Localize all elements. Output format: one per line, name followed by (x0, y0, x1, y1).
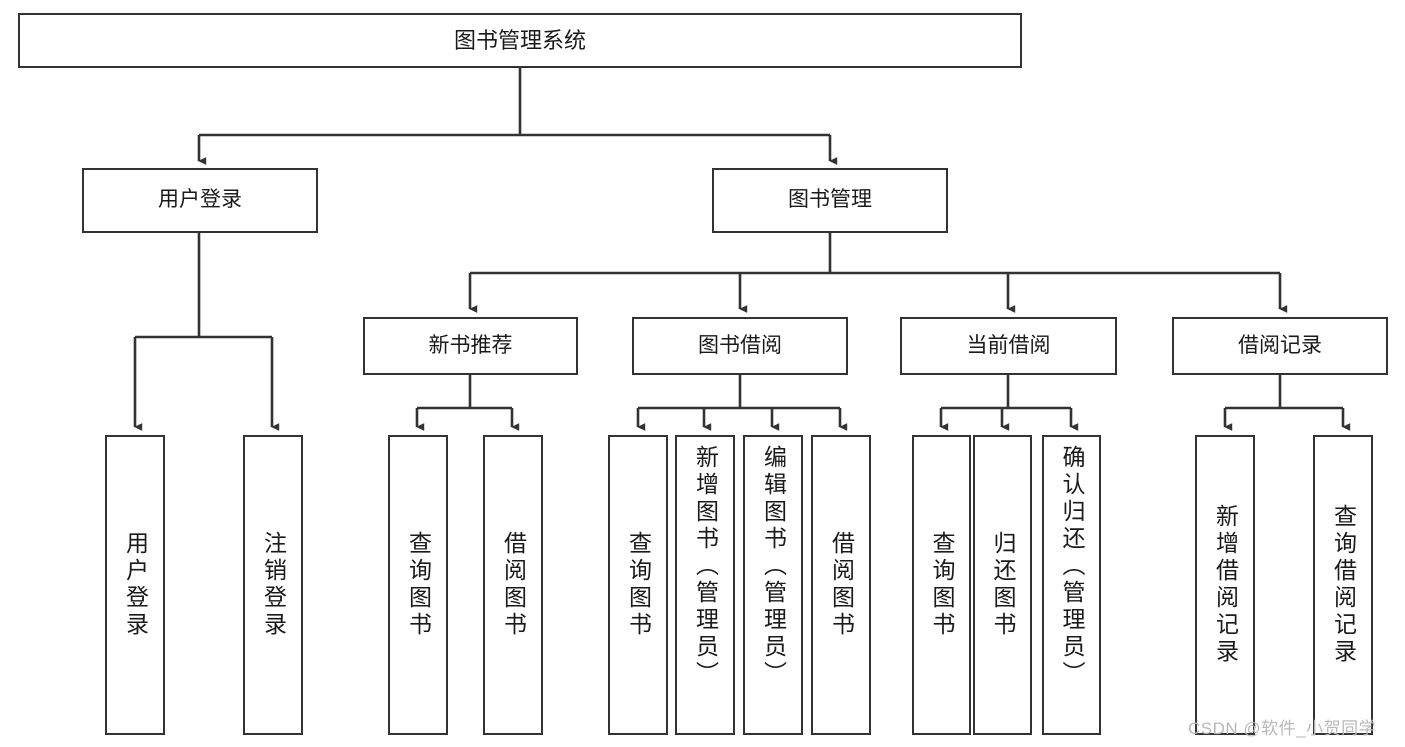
node-label: 归还图书 (990, 531, 1016, 639)
node-borrow-record[interactable]: 借阅记录 (1172, 317, 1388, 375)
leaf-query-book-borrow[interactable]: 查询图书 (608, 435, 668, 735)
watermark-csdn: CSDN @软件_小贺同学 (1188, 719, 1377, 738)
node-label: 借阅图书 (500, 531, 527, 639)
node-root-book-management-system[interactable]: 图书管理系统 (18, 13, 1022, 68)
node-label: 查询图书 (929, 531, 955, 639)
node-new-book-recommend[interactable]: 新书推荐 (363, 317, 578, 375)
leaf-borrow-book-recommend[interactable]: 借阅图书 (483, 435, 543, 735)
node-label: 图书管理系统 (453, 27, 586, 53)
node-book-management[interactable]: 图书管理 (712, 168, 948, 233)
leaf-edit-book-admin[interactable]: 编辑图书（管理员） (743, 435, 803, 735)
node-label: 确认归还（管理员） (1059, 445, 1085, 688)
node-user-login[interactable]: 用户登录 (82, 168, 318, 233)
node-label: 新增图书（管理员） (692, 445, 719, 688)
leaf-add-borrow-record[interactable]: 新增借阅记录 (1195, 435, 1255, 735)
node-label: 新书推荐 (428, 333, 513, 357)
leaf-return-book[interactable]: 归还图书 (973, 435, 1032, 735)
node-label: 查询借阅记录 (1330, 504, 1357, 666)
node-label: 图书借阅 (698, 333, 782, 357)
node-label: 用户登录 (122, 531, 149, 639)
node-label: 查询图书 (405, 531, 432, 639)
node-current-borrow[interactable]: 当前借阅 (900, 317, 1117, 375)
leaf-confirm-return-admin[interactable]: 确认归还（管理员） (1042, 435, 1101, 735)
leaf-logout-login[interactable]: 注销登录 (243, 435, 303, 735)
leaf-add-book-admin[interactable]: 新增图书（管理员） (675, 435, 735, 735)
node-label: 新增借阅记录 (1212, 504, 1239, 666)
node-label: 图书管理 (788, 188, 872, 212)
node-label: 当前借阅 (966, 333, 1051, 357)
node-label: 编辑图书（管理员） (760, 445, 787, 688)
leaf-query-borrow-record[interactable]: 查询借阅记录 (1313, 435, 1373, 735)
node-label: 借阅图书 (828, 531, 855, 639)
leaf-query-book-recommend[interactable]: 查询图书 (388, 435, 448, 735)
node-label: 查询图书 (625, 531, 652, 639)
leaf-query-book-current[interactable]: 查询图书 (912, 435, 971, 735)
node-label: 借阅记录 (1238, 333, 1322, 357)
leaf-user-login[interactable]: 用户登录 (105, 435, 165, 735)
node-book-borrow[interactable]: 图书借阅 (632, 317, 848, 375)
node-label: 注销登录 (260, 531, 287, 639)
node-label: 用户登录 (158, 188, 242, 212)
leaf-borrow-book[interactable]: 借阅图书 (811, 435, 871, 735)
